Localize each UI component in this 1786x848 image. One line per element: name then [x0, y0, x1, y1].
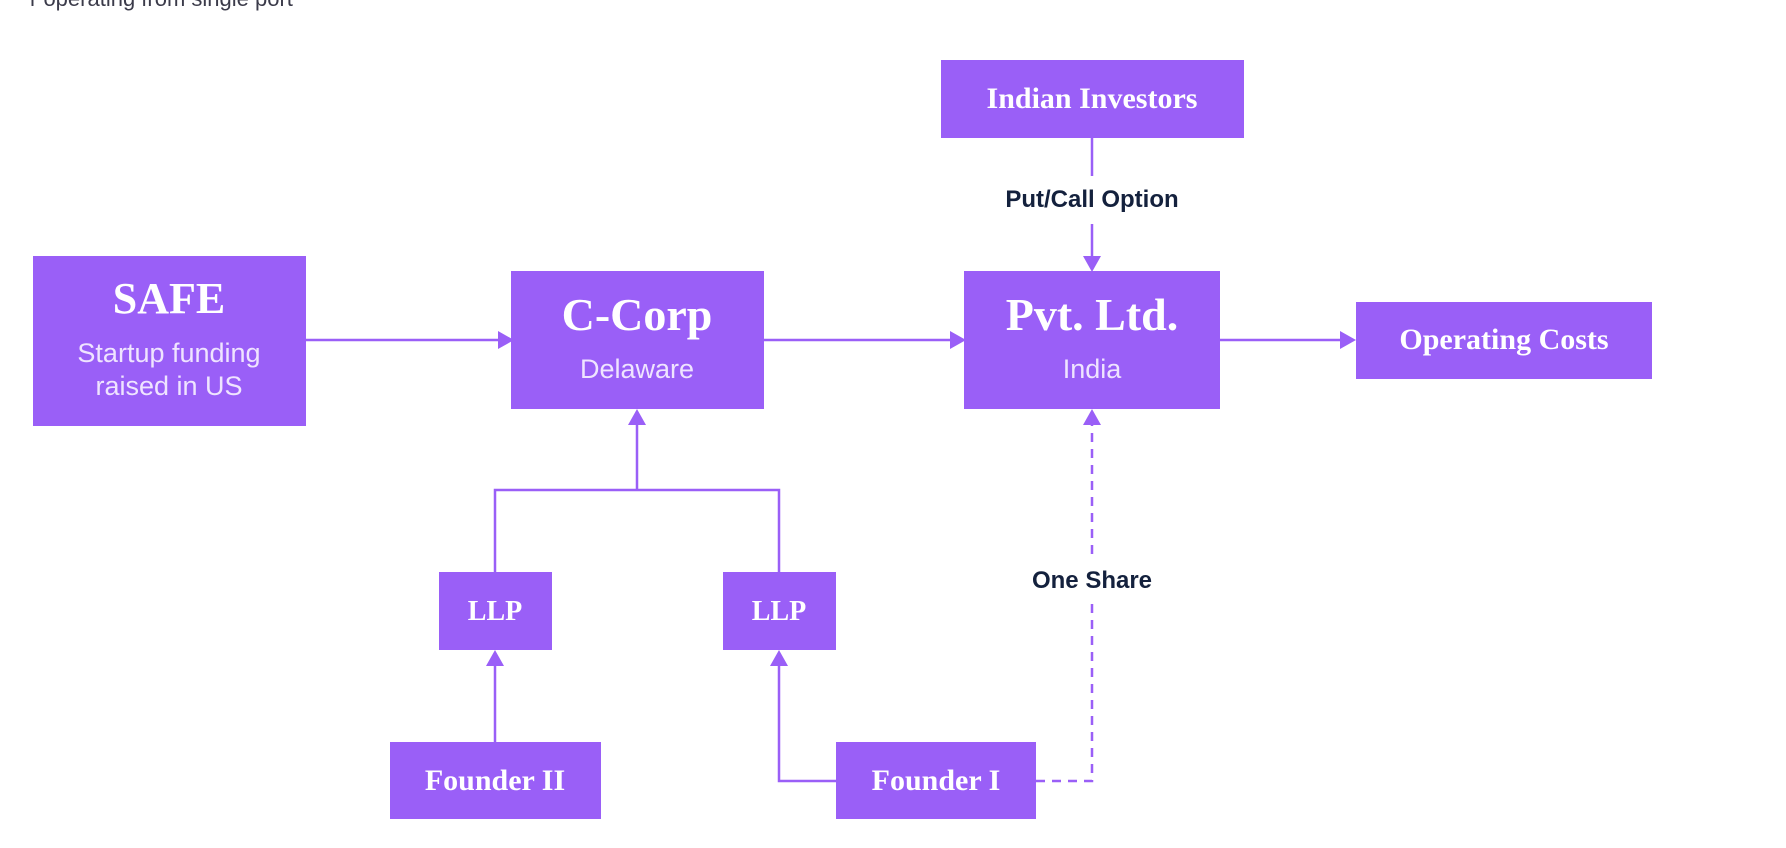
header-fragment: r operating from single port	[30, 0, 293, 12]
indian-investors-box: Indian Investors	[941, 60, 1244, 138]
arrow-into-pvtltd-top	[1083, 256, 1101, 272]
safe-subtitle-line2: raised in US	[95, 371, 242, 401]
arrow-into-pvtltd	[950, 331, 966, 349]
arrow-into-llp-right	[770, 650, 788, 666]
one-share-label: One Share	[1032, 567, 1152, 594]
founder-i-box: Founder I	[836, 742, 1036, 819]
safe-subtitle-line1: Startup funding	[77, 338, 260, 368]
ccorp-title: C-Corp	[562, 289, 713, 340]
operating-costs-box: Operating Costs	[1356, 302, 1652, 379]
arrow-into-llp-left	[486, 650, 504, 666]
operating-costs-title: Operating Costs	[1399, 323, 1608, 356]
founder-ii-box: Founder II	[390, 742, 601, 819]
llp-left-title: LLP	[468, 596, 522, 627]
arrow-into-ccorp	[498, 331, 514, 349]
ccorp-box: C-Corp Delaware	[511, 271, 764, 409]
ccorp-subtitle: Delaware	[580, 354, 694, 384]
founder-i-title: Founder I	[872, 764, 1001, 797]
indian-investors-title: Indian Investors	[987, 82, 1198, 115]
connectors	[306, 138, 1356, 783]
pvtltd-title: Pvt. Ltd.	[1006, 289, 1179, 340]
pvtltd-box: Pvt. Ltd. India	[964, 271, 1220, 409]
put-call-label: Put/Call Option	[1005, 186, 1178, 213]
llp-left-box: LLP	[439, 572, 552, 650]
arrow-into-opcosts	[1340, 331, 1356, 349]
edge-founder1-to-llp	[777, 665, 837, 783]
llp-right-box: LLP	[723, 572, 836, 650]
founder-ii-title: Founder II	[425, 764, 565, 797]
arrow-into-pvtltd-bottom	[1083, 409, 1101, 425]
safe-box: SAFE Startup funding raised in US	[33, 256, 306, 426]
safe-title: SAFE	[113, 274, 225, 323]
llp-right-title: LLP	[752, 596, 806, 627]
edge-founder1-to-pvtltd-lower	[1036, 600, 1094, 783]
pvtltd-subtitle: India	[1063, 354, 1123, 384]
edge-llps-bracket	[493, 488, 781, 572]
arrow-into-ccorp-bottom	[628, 409, 646, 425]
